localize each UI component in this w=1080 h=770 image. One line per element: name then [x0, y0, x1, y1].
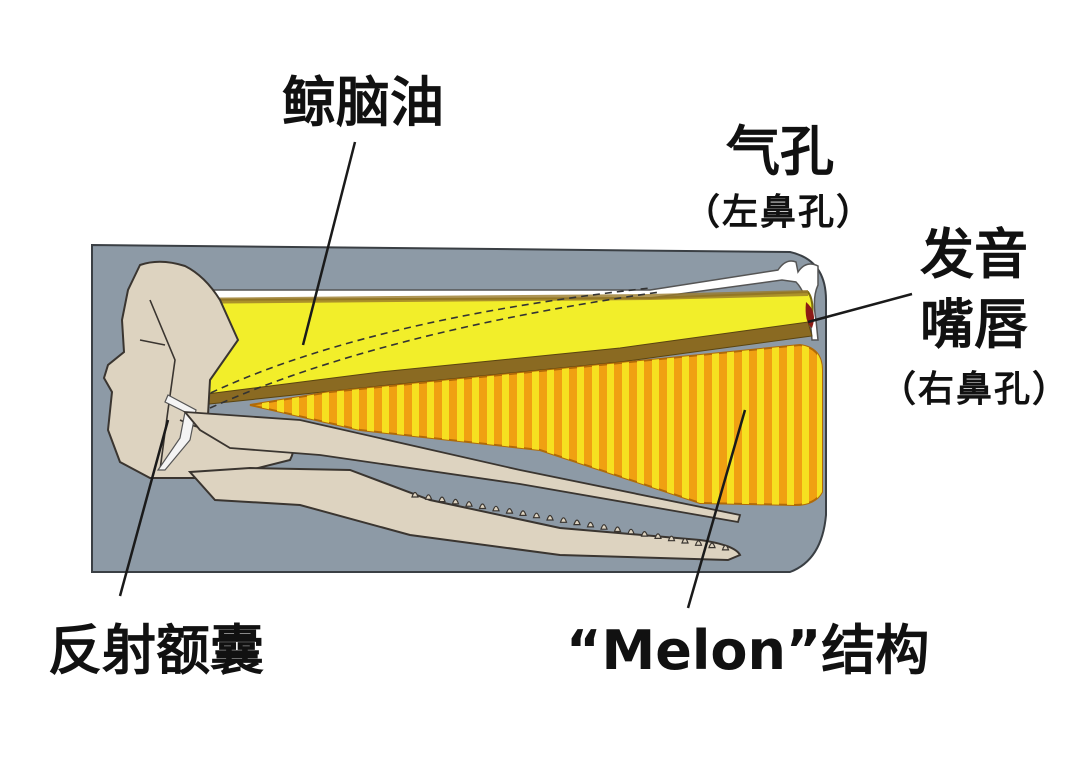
melon-stripe [607, 345, 614, 505]
melon-stripe [742, 345, 749, 505]
leader-frontal-sac [118, 419, 170, 597]
melon-stripe [802, 345, 809, 505]
label-phonic-lips-line1: 发音 [920, 223, 1028, 286]
melon-stripe [592, 345, 599, 505]
melon-stripe [652, 345, 659, 505]
leader-melon [686, 409, 747, 609]
tooth [465, 501, 473, 507]
label-melon: “Melon”结构 [566, 619, 930, 682]
label-blowhole: 气孔 [726, 120, 834, 183]
tooth [559, 517, 568, 523]
melon-stripe [817, 345, 822, 505]
tooth [546, 514, 554, 521]
lower-jaw [187, 466, 742, 562]
tooth [573, 519, 581, 526]
melon-stripe [787, 345, 794, 505]
melon-stripe [727, 345, 734, 505]
tooth [667, 535, 676, 542]
lower-jaw-teeth [411, 491, 730, 551]
tooth [586, 521, 595, 528]
tooth [505, 508, 514, 514]
tooth [451, 498, 460, 505]
nasal-passage-dashed-2 [209, 291, 661, 409]
tooth [411, 491, 419, 498]
tooth [424, 494, 433, 500]
tooth [708, 542, 716, 549]
tooth [694, 540, 703, 546]
leader-spermaceti [301, 141, 357, 346]
melon-stripe [712, 345, 719, 505]
tooth [640, 531, 649, 537]
melon-stripe [622, 345, 629, 505]
nasal-passage-dashed-1 [199, 287, 651, 399]
tooth [721, 544, 730, 551]
tooth [627, 528, 635, 535]
label-blowhole-left-nostril: （左鼻孔） [684, 192, 875, 233]
label-frontal-sac: 反射额囊 [48, 619, 264, 682]
leader-phonic-lips [807, 292, 913, 324]
tooth [519, 510, 527, 516]
tooth [478, 503, 487, 510]
tooth [600, 524, 608, 530]
maxilla-bone [182, 410, 742, 524]
label-phonic-lips-line2: 嘴唇 [920, 293, 1028, 356]
melon-stripe [682, 345, 689, 505]
junk-band [174, 321, 813, 406]
melon-stripe [667, 345, 674, 505]
tooth [532, 512, 541, 519]
melon-stripe [697, 345, 704, 505]
melon-stripe [772, 345, 779, 505]
tooth [438, 496, 446, 503]
spermaceti-case-edge [156, 290, 808, 304]
tooth [654, 533, 662, 539]
tooth [681, 537, 689, 544]
tooth [492, 505, 500, 512]
melon-stripe [637, 345, 644, 505]
melon-stripe [757, 345, 764, 505]
label-spermaceti: 鲸脑油 [282, 71, 444, 134]
label-phonic-lips-right-nostril: （右鼻孔） [880, 369, 1071, 410]
tooth [613, 526, 622, 533]
